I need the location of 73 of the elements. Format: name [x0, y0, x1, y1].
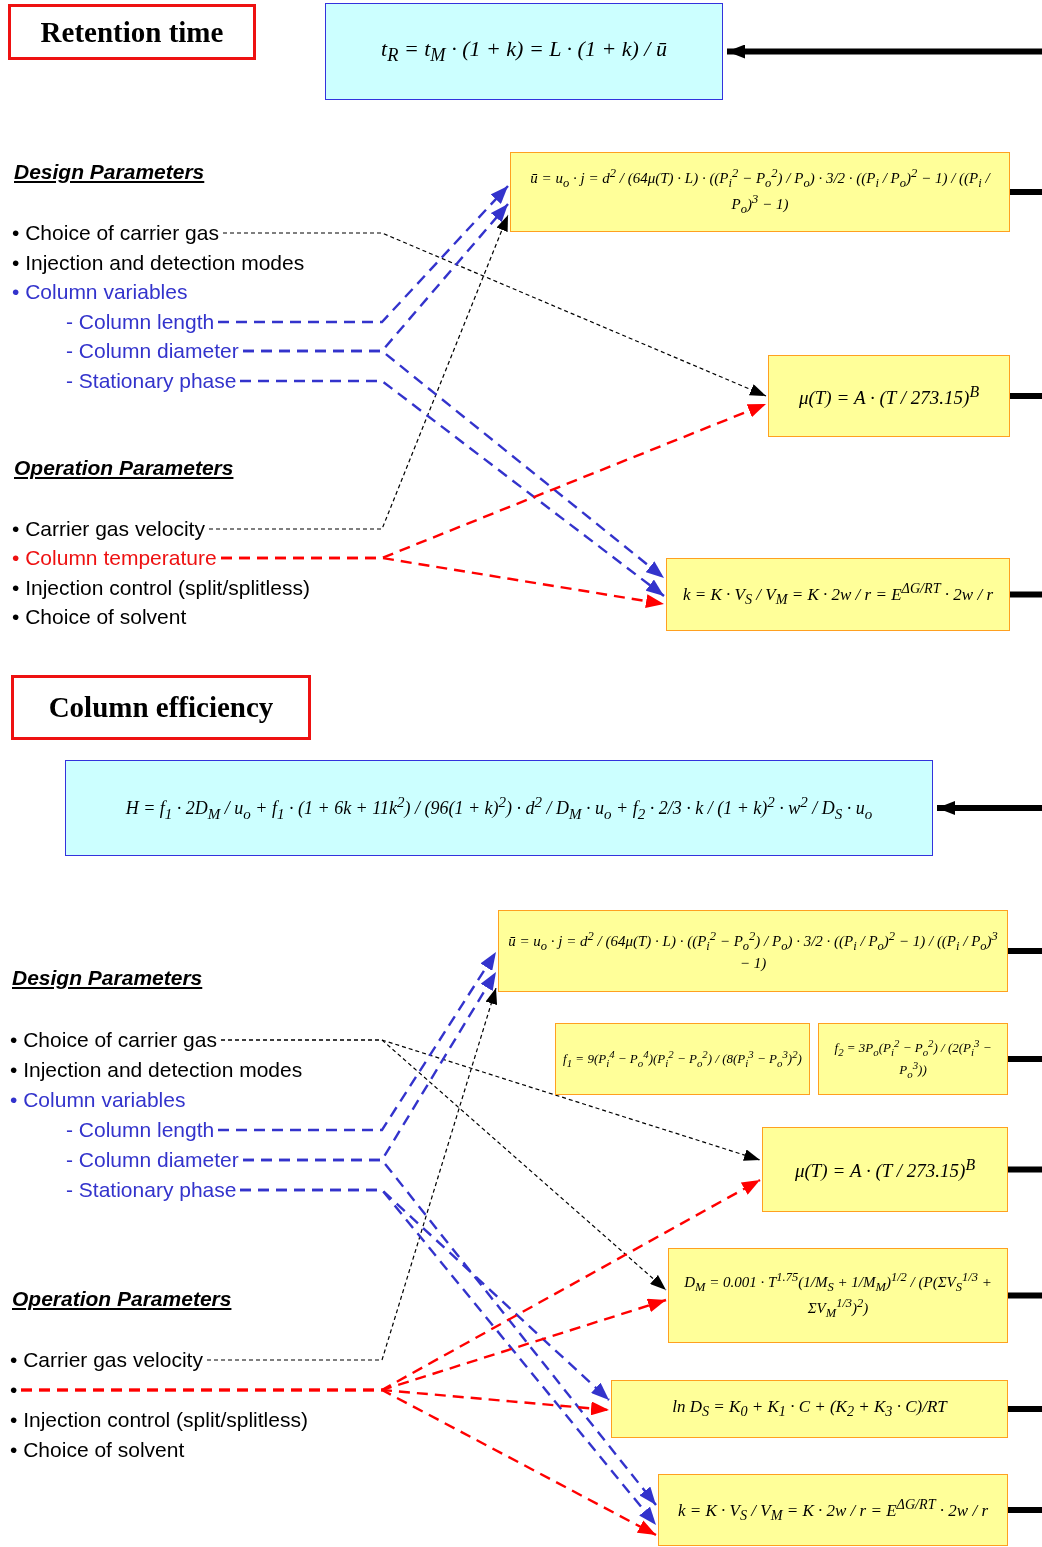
arrow	[937, 801, 1042, 815]
list-item: • Column variables	[10, 1087, 186, 1113]
formula-box	[325, 3, 723, 100]
connector-line	[1008, 1507, 1042, 1513]
section-title: Retention time	[40, 15, 224, 49]
formula-box	[510, 152, 1010, 232]
section-heading: Design Parameters	[12, 966, 203, 990]
section-heading: Operation Parameters	[14, 456, 234, 480]
formula: H = f$_{1}$ · 2D$_{M}$ / u$_{o}$ + f$_{1}$ · (1 + 6k + 11k$^{2}$) / (96(1 + k)$^{2}$) · d$^{2}$ / D$_{M}$ · u$_{o}$ + f$_{2}$ · 2/3 · k / (1 + k)$^{2}$ · w$^{2}$ / D$_{S}$ · u$_{o}$	[125, 792, 873, 824]
formula: k = K · V$_{S}$ / V$_{M}$ = K · 2w / r = E$^{ΔG/RT}$ · 2w / r	[678, 1495, 988, 1525]
formula-box	[611, 1380, 1008, 1438]
list-item: - Column diameter	[66, 338, 239, 364]
connector-line	[1008, 1292, 1042, 1299]
formula-box	[65, 760, 933, 856]
formula-box	[666, 558, 1010, 631]
connector-line	[1010, 591, 1042, 598]
connector-line	[1008, 1406, 1042, 1412]
formula-box	[768, 355, 1010, 437]
list-item: - Column length	[66, 309, 215, 335]
formula: ū = u$_{o}$ · j = d$^{2}$ / (64μ(T) · L) · ((P$_{i}$$^{2}$ − P$_{o}$$^{2}$) / P$_{o}$) · 3/2 · ((P$_{i}$ / P$_{o}$)$^{2}$ − 1) / ((P$_{i}$ / P$_{o}$)$^{3}$ − 1)	[529, 166, 992, 218]
connector-line	[1008, 1056, 1042, 1062]
section-title-box	[11, 675, 311, 740]
list-item: • Choice of carrier gas	[12, 220, 219, 246]
list-item: • Injection and detection modes	[12, 250, 305, 276]
list-item: - Column diameter	[66, 1147, 239, 1173]
arrow	[218, 185, 509, 324]
list-item: - Stationary phase	[66, 1177, 237, 1203]
section-heading: Operation Parameters	[12, 1287, 232, 1311]
connector-line	[1008, 1166, 1042, 1173]
connector-line	[1010, 189, 1042, 195]
formula-box	[818, 1023, 1008, 1095]
formula-box	[498, 910, 1008, 992]
formula: μ(T) = A · (T / 273.15)$^{B}$	[794, 1155, 976, 1184]
arrow	[243, 349, 665, 579]
formula-box	[658, 1474, 1008, 1546]
list-item: - Column length	[66, 1117, 215, 1143]
formula: μ(T) = A · (T / 273.15)$^{B}$	[798, 381, 980, 411]
list-item: - Stationary phase	[66, 368, 237, 394]
list-item: • Injection control (split/splitless)	[10, 1407, 308, 1433]
section-heading: Design Parameters	[14, 160, 205, 184]
formula: k = K · V$_{S}$ / V$_{M}$ = K · 2w / r = E$^{ΔG/RT}$ · 2w / r	[683, 580, 993, 609]
section-title: Column efficiency	[48, 691, 274, 724]
list-item: •	[10, 1377, 18, 1403]
connector-line	[1010, 393, 1042, 399]
list-item: • Column variables	[12, 279, 188, 305]
list-item: • Injection and detection modes	[10, 1057, 303, 1083]
arrow	[208, 214, 509, 530]
list-item: • Choice of solvent	[12, 604, 187, 630]
arrow	[220, 1039, 667, 1291]
list-item: • Column temperature	[12, 545, 217, 571]
arrow	[21, 1388, 657, 1537]
arrow	[218, 951, 497, 1132]
list-item: • Choice of carrier gas	[10, 1027, 217, 1053]
list-item: • Injection control (split/splitless)	[12, 575, 310, 601]
list-item: • Carrier gas velocity	[12, 516, 205, 542]
formula-box	[555, 1023, 810, 1095]
arrow	[222, 232, 767, 397]
connector-line	[1008, 948, 1042, 954]
formula: ln D$_{S}$ = K$_{0}$ + K$_{1}$ · C + (K$_{2}$ + K$_{3}$ · C)/RT	[672, 1396, 947, 1422]
list-item: • Choice of solvent	[10, 1437, 185, 1463]
formula: D$_{M}$ = 0.001 · T$^{1.75}$(1/M$_{S}$ + 1/M$_{M}$)$^{1/2}$ / (P(ΣV$_{S}$$^{1/3}$ + ΣV$_{M}$$^{1/3}$)$^{2}$)	[683, 1269, 993, 1322]
formula: f$_{1}$ = 9(P$_{i}$$^{4}$ − P$_{o}$$^{4}$)(P$_{i}$$^{2}$ − P$_{o}$$^{2}$) / (8(P$_{i}$$^{3}$ − P$_{o}$$^{3}$)$^{2}$)	[563, 1047, 802, 1071]
list-item: • Carrier gas velocity	[10, 1347, 203, 1373]
arrow	[221, 556, 665, 608]
formula: ū = u$_{o}$ · j = d$^{2}$ / (64μ(T) · L) · ((P$_{i}$$^{2}$ − P$_{o}$$^{2}$) / P$_{o}$) · 3/2 · ((P$_{i}$ / P$_{o}$)$^{2}$ − 1) / ((P$_{i}$ / P$_{o}$)$^{3}$ − 1)	[507, 928, 999, 974]
arrow	[240, 379, 665, 597]
section-title-box	[8, 4, 256, 60]
arrow	[727, 44, 1042, 59]
formula: t$_{R}$ = t$_{M}$ · (1 + k) = L · (1 + k) / ū	[381, 35, 667, 68]
arrow	[206, 987, 498, 1361]
formula: f$_{2}$ = 3P$_{o}$(P$_{i}$$^{2}$ − P$_{o}$$^{2}$) / (2(P$_{i}$$^{3}$ − P$_{o}$$^{3}$))	[833, 1036, 993, 1082]
formula-box	[668, 1248, 1008, 1343]
formula-box	[762, 1127, 1008, 1212]
